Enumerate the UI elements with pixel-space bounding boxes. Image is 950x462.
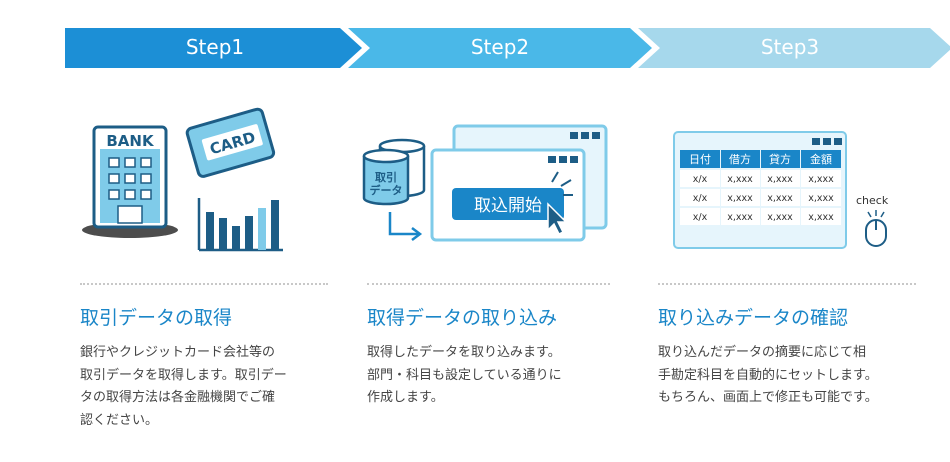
step3-chevron <box>638 28 950 68</box>
table-cell: x,xxx <box>767 174 793 185</box>
illustration-step2: 取引 データ 取込開始 <box>362 124 608 242</box>
column-title-step3: 取り込みデータの確認 <box>658 307 849 329</box>
bank-building-icon: BANK <box>92 125 168 229</box>
divider <box>658 283 916 285</box>
db-text-line2: データ <box>370 183 403 197</box>
table-cell: x,xxx <box>767 193 793 204</box>
arrow-icon <box>388 212 423 241</box>
column-title-step2: 取得データの取り込み <box>367 307 558 329</box>
steps-bar <box>65 28 950 68</box>
illustration-step1: BANK CARD <box>82 107 283 252</box>
table-header-cell: 貸方 <box>769 152 791 166</box>
table-cell: x,xxx <box>727 174 753 185</box>
start-import-button <box>452 188 564 220</box>
table-cell: x,xxx <box>727 212 753 223</box>
table-cell: x,xxx <box>767 212 793 223</box>
divider <box>80 283 328 285</box>
step1-chevron <box>65 28 362 68</box>
table-header-cell: 借方 <box>729 152 751 166</box>
database-icon: 取引 データ <box>362 138 426 206</box>
cursor-icon <box>547 202 568 236</box>
bar-chart-icon <box>197 198 283 252</box>
table-header-cell: 金額 <box>810 152 832 166</box>
mouse-icon <box>865 210 887 247</box>
divider <box>367 283 610 285</box>
table-header-cell: 日付 <box>689 153 711 166</box>
table-cell: x,xxx <box>808 174 834 185</box>
step3-label: Step3 <box>760 35 820 59</box>
table-cell: x,xxx <box>727 193 753 204</box>
column-description-step1: 銀行やクレジットカード会社等の 取引データを取得します。取引デー タの取得方法は… <box>80 345 287 428</box>
start-import-label: 取込開始 <box>474 196 542 216</box>
table-cell: x/x <box>693 212 708 223</box>
step2-chevron <box>348 28 652 68</box>
column-description-step2: 取得したデータを取り込みます。 部門・科目も設定している通りに 作成します。 <box>367 345 562 405</box>
step1-label: Step1 <box>185 35 245 59</box>
illustration-step3: 日付 借方 貸方 金額 x/x x,xxx x,xxx x,xxx x/x x,… <box>673 131 889 249</box>
check-text: check <box>856 194 889 207</box>
table-cell: x,xxx <box>808 212 834 223</box>
table-cell: x/x <box>693 193 708 204</box>
bank-text: BANK <box>106 132 155 150</box>
table-cell: x,xxx <box>808 193 834 204</box>
column-description-step3: 取り込んだデータの摘要に応じて相 手勘定科目を自動的にセットします。 もちろん、… <box>658 345 878 405</box>
step2-label: Step2 <box>470 35 530 59</box>
table-cell: x/x <box>693 174 708 185</box>
credit-card-icon: CARD <box>185 107 276 178</box>
column-title-step1: 取引データの取得 <box>80 307 233 329</box>
db-text-line1: 取引 <box>375 170 397 184</box>
